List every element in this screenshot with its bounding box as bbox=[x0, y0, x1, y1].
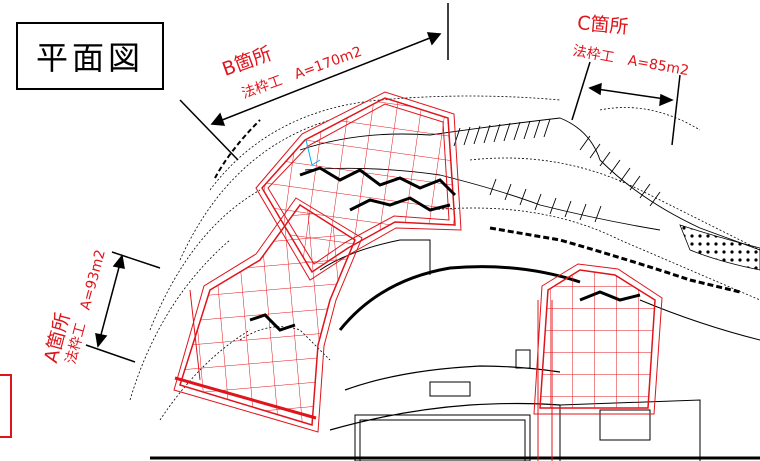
frame-area-c bbox=[533, 263, 663, 461]
cliff-hatching bbox=[299, 117, 760, 251]
road-lines bbox=[214, 119, 760, 431]
water-accent bbox=[305, 139, 321, 166]
frame-area-a bbox=[173, 197, 363, 433]
bold-outlines bbox=[249, 166, 641, 332]
edge-red-frame bbox=[0, 374, 12, 438]
structures bbox=[150, 349, 760, 461]
plan-title: 平面図 bbox=[16, 22, 164, 90]
scree-area bbox=[679, 224, 760, 271]
dimension-b bbox=[179, 3, 449, 161]
dimension-a bbox=[85, 251, 161, 363]
area-c-name: C箇所 bbox=[576, 12, 630, 39]
dimension-c bbox=[571, 61, 681, 146]
